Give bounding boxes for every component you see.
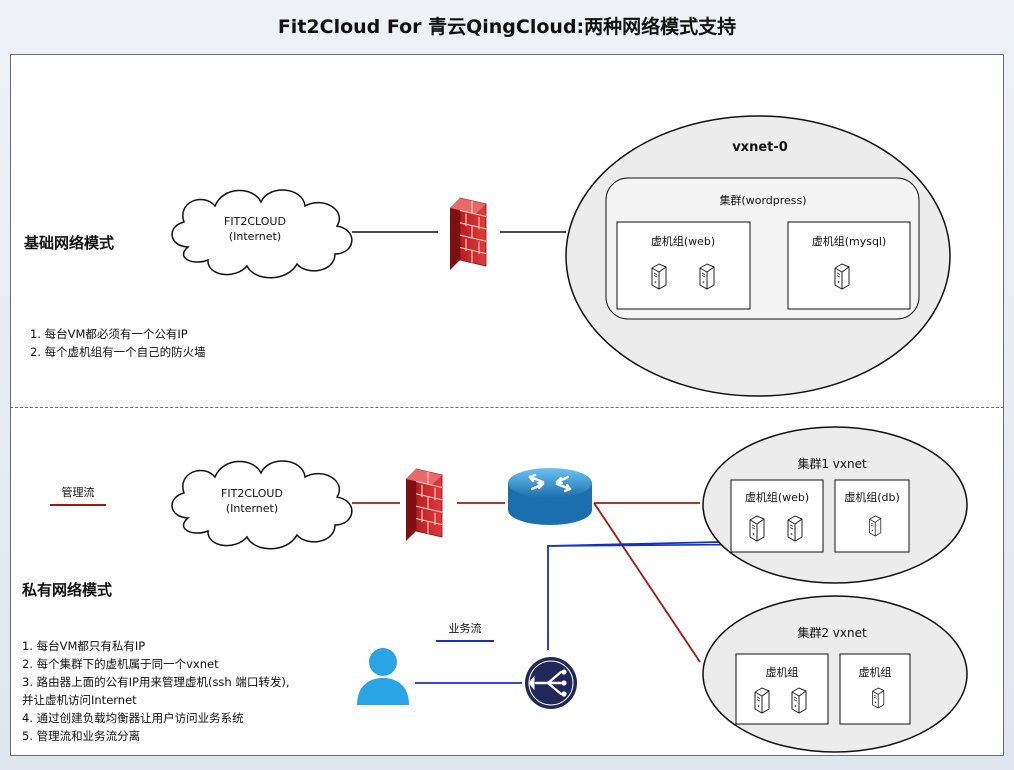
server-icon (872, 687, 885, 709)
server-icon (754, 687, 770, 714)
private-note: 并让虚机访问Internet (22, 693, 137, 707)
server-icon (699, 263, 715, 290)
user-icon (357, 648, 409, 705)
group-web-label: 虚机组(web) (651, 234, 715, 248)
firewall-icon (405, 468, 443, 542)
basic-note: 2. 每个虚机组有一个自己的防火墙 (30, 345, 206, 359)
legend-biz-flow-label: 业务流 (448, 622, 482, 635)
private-notes: 1. 每台VM都只有私有IP 2. 每个集群下的虚机属于同一个vxnet 3. … (22, 637, 290, 745)
legend-mgmt-flow-label: 管理流 (61, 486, 95, 499)
cluster2-label: 集群2 vxnet (797, 625, 867, 640)
server-icon (791, 687, 807, 714)
basic-notes: 1. 每台VM都必须有一个公有IP 2. 每个虚机组有一个自己的防火墙 (30, 325, 206, 361)
vxnet-0-label: vxnet-0 (732, 140, 788, 155)
basic-note: 1. 每台VM都必须有一个公有IP (30, 327, 188, 341)
private-note: 4. 通过创建负载均衡器让用户访问业务系统 (22, 711, 244, 725)
cluster1-group-db (834, 479, 910, 553)
legend-mgmt-flow-line (50, 504, 106, 506)
cluster2-group-b (839, 653, 911, 725)
basic-mode-heading: 基础网络模式 (24, 234, 115, 252)
firewall-icon (449, 197, 487, 271)
basic-cloud-sublabel: (Internet) (229, 230, 281, 243)
server-icon (651, 263, 667, 290)
private-cloud-sublabel: (Internet) (226, 502, 278, 515)
mgmt-link-router-cluster2 (593, 502, 701, 663)
server-icon (749, 515, 765, 542)
basic-cloud-label: FIT2CLOUD (224, 215, 286, 228)
cluster1-group-web (730, 479, 824, 553)
private-note: 5. 管理流和业务流分离 (22, 729, 141, 743)
cluster2-group-b-label: 虚机组 (859, 665, 892, 679)
group-mysql-label: 虚机组(mysql) (812, 234, 887, 248)
cluster-wordpress-label: 集群(wordpress) (719, 193, 806, 207)
biz-link-lb-web1 (547, 540, 763, 650)
diagram-title: Fit2Cloud For 青云QingCloud:两种网络模式支持 (277, 16, 737, 38)
server-icon (787, 515, 803, 542)
private-cloud-label: FIT2CLOUD (221, 487, 283, 500)
legend-biz-flow: 业务流 (436, 620, 494, 642)
load-balancer-icon (525, 657, 577, 709)
cluster1-label: 集群1 vxnet (797, 456, 867, 471)
private-note: 2. 每个集群下的虚机属于同一个vxnet (22, 657, 219, 671)
cluster1-group-web-label: 虚机组(web) (745, 490, 809, 504)
legend-mgmt-flow: 管理流 (50, 484, 106, 506)
legend-biz-flow-line (436, 640, 494, 642)
cluster2-group-a (735, 653, 829, 725)
server-icon (834, 263, 850, 290)
private-note: 3. 路由器上面的公有IP用来管理虚机(ssh 端口转发), (22, 675, 290, 689)
cluster1-group-db-label: 虚机组(db) (844, 490, 900, 504)
server-icon (869, 515, 882, 537)
router-icon (508, 468, 592, 525)
group-mysql (787, 221, 911, 310)
cluster2-group-a-label: 虚机组 (766, 665, 799, 679)
private-mode-heading: 私有网络模式 (22, 581, 113, 599)
private-note: 1. 每台VM都只有私有IP (22, 639, 146, 653)
section-divider (10, 407, 1004, 408)
group-web (616, 221, 751, 310)
